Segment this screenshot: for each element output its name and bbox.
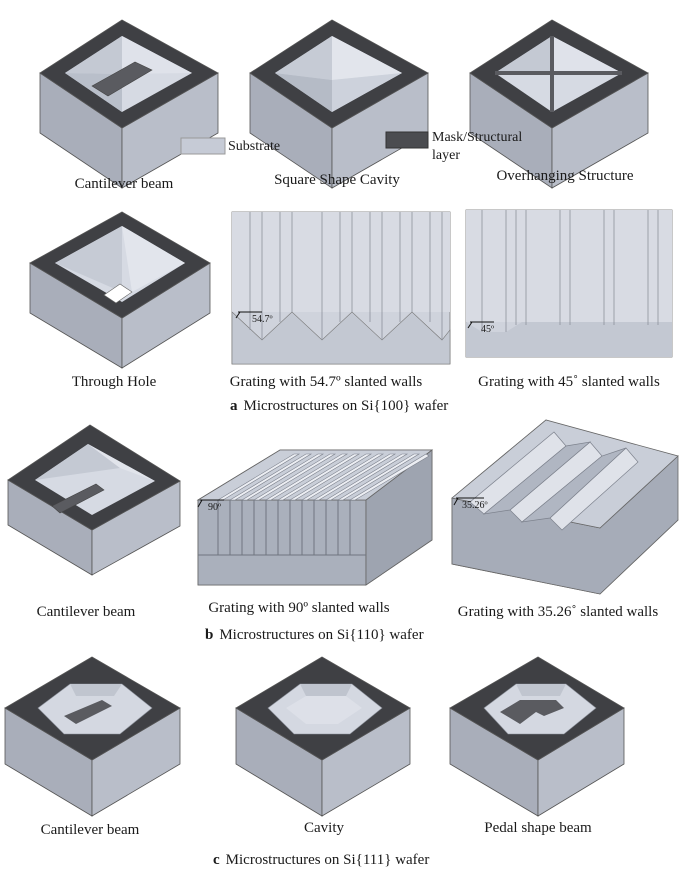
caption-cantilever-100: Cantilever beam <box>74 176 174 192</box>
legend-mask-label-2: layer <box>432 148 460 163</box>
block-cantilever-100 <box>39 19 219 189</box>
caption-grating-35-26: Grating with 35.26˚ slanted walls <box>457 604 659 620</box>
grating-35-26 <box>451 419 679 595</box>
block-square-cavity-100 <box>249 19 429 189</box>
legend-substrate-label: Substrate <box>228 139 281 154</box>
angle-label-45: 45º <box>481 324 495 335</box>
caption-through-hole: Through Hole <box>71 374 157 390</box>
caption-grating-90: Grating with 90º slanted walls <box>208 600 390 616</box>
block-cavity-111 <box>235 656 411 817</box>
legend-mask-label: Mask/Structural <box>432 130 523 145</box>
caption-grating-54-7: Grating with 54.7º slanted walls <box>229 374 423 390</box>
angle-label-90: 90º <box>208 502 222 513</box>
grating-54-7 <box>231 211 451 365</box>
caption-cantilever-111: Cantilever beam <box>40 822 140 838</box>
mask-swatch <box>385 131 429 149</box>
grating-90 <box>196 449 434 586</box>
block-through-hole-100 <box>29 211 211 369</box>
block-overhanging-100 <box>469 19 649 189</box>
grating-45 <box>465 209 673 358</box>
caption-cavity-111: Cavity <box>304 820 344 836</box>
caption-square-cavity: Square Shape Cavity <box>274 172 400 188</box>
caption-pedal: Pedal shape beam <box>484 820 592 836</box>
angle-label-35-26: 35.26º <box>462 500 488 511</box>
caption-cantilever-110: Cantilever beam <box>36 604 136 620</box>
block-pedal-111 <box>449 656 625 817</box>
substrate-swatch <box>180 137 226 155</box>
block-cantilever-110 <box>7 424 181 576</box>
caption-grating-45: Grating with 45˚ slanted walls <box>478 374 660 390</box>
caption-overhanging: Overhanging Structure <box>496 168 634 184</box>
angle-label-54-7: 54.7º <box>252 314 273 325</box>
block-cantilever-111 <box>4 656 181 817</box>
